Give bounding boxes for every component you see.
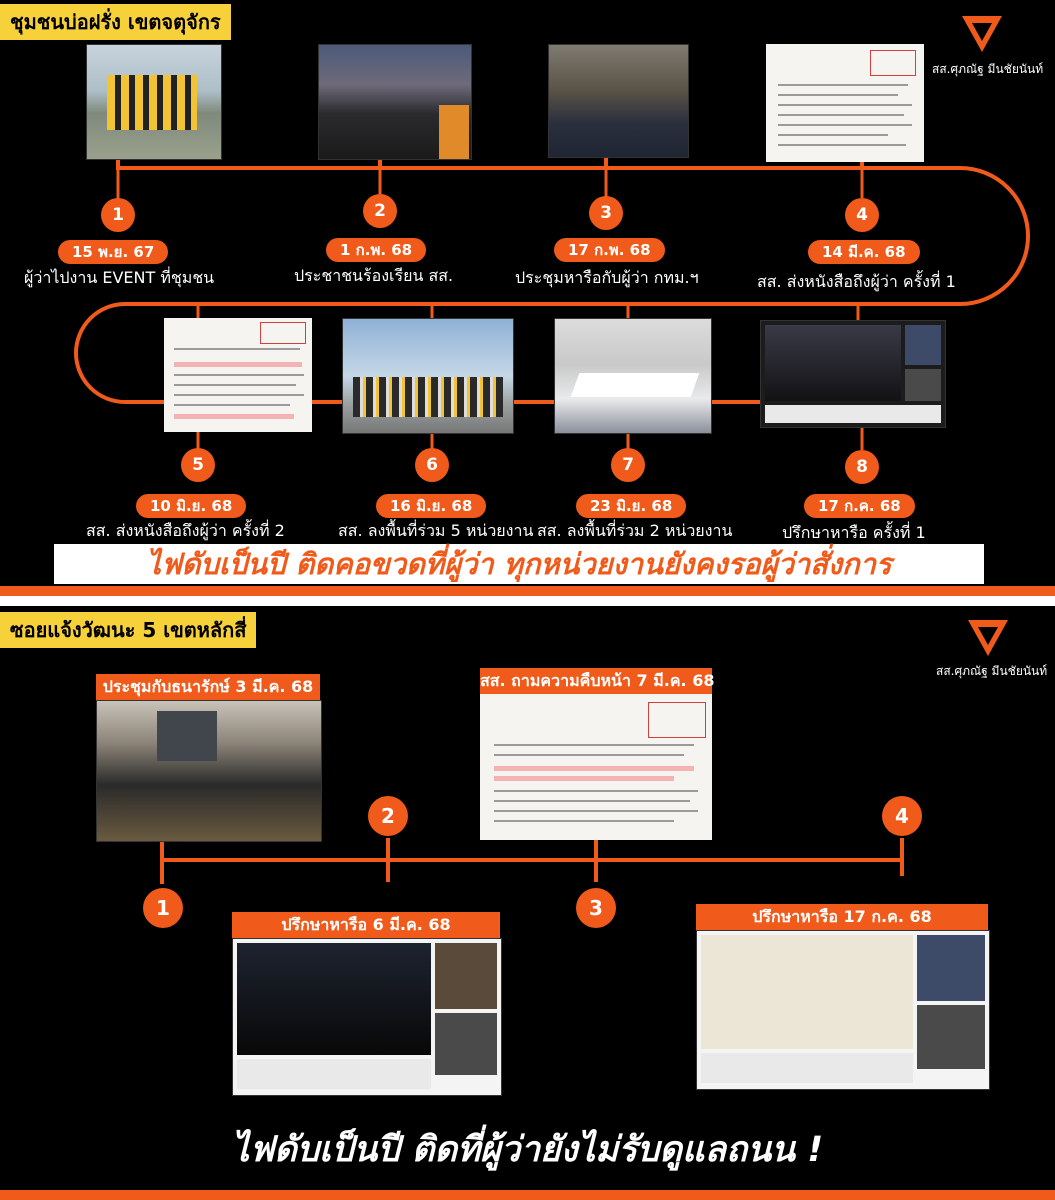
- panel-separator: [0, 596, 1055, 606]
- timeline-number: 8: [845, 450, 879, 484]
- event-label: สส. ถามความคืบหน้า 7 มี.ค. 68: [480, 668, 714, 694]
- parliament-video-8: [760, 320, 946, 428]
- event-photo-7: [554, 318, 712, 434]
- timeline-number: 7: [611, 448, 645, 482]
- timeline-date: 16 มิ.ย. 68: [376, 494, 487, 518]
- event-label: ประชุมกับธนารักษ์ 3 มี.ค. 68: [96, 674, 320, 700]
- timeline-number: 6: [415, 448, 449, 482]
- letter-document-5: [164, 318, 312, 432]
- letter-document-4: [766, 44, 924, 162]
- timeline-caption: ประชุมหารือกับผู้ว่า กทม.ฯ: [515, 268, 699, 287]
- event-photo-1: [86, 44, 222, 160]
- timeline-date: 17 ก.ค. 68: [804, 494, 915, 518]
- timeline-number: 5: [181, 448, 215, 482]
- timeline-caption: สส. ลงพื้นที่ร่วม 2 หน่วยงาน: [537, 521, 733, 540]
- parliament-video-2: [232, 938, 502, 1096]
- section-title: ซอยแจ้งวัฒนะ 5 เขตหลักสี่: [0, 612, 257, 648]
- timeline-date: 15 พ.ย. 67: [58, 240, 169, 264]
- event-label: ปรึกษาหารือ 17 ก.ค. 68: [696, 904, 988, 930]
- accent-bar: [0, 1190, 1055, 1200]
- parliament-video-4: [696, 930, 990, 1090]
- timeline-date: 14 มี.ค. 68: [808, 240, 920, 264]
- top-banner: ไฟดับเป็นปี ติดคอขวดที่ผู้ว่า ทุกหน่วยงา…: [54, 544, 984, 584]
- top-panel: ชุมชนบ่อฝรั่ง เขตจตุจักร สส.ศุภณัฐ มีนชั…: [0, 0, 1055, 586]
- mp-name: สส.ศุภณัฐ มีนชัยนันท์: [932, 62, 1044, 76]
- timeline-number: 1: [101, 198, 135, 232]
- timeline-caption: ปรึกษาหารือ ครั้งที่ 1: [782, 523, 926, 542]
- section-title: ชุมชนบ่อฝรั่ง เขตจตุจักร: [0, 4, 231, 40]
- mp-name: สส.ศุภณัฐ มีนชัยนันท์: [936, 664, 1048, 678]
- meeting-photo-1: [96, 700, 322, 842]
- letter-document-3: [480, 694, 712, 840]
- party-logo-icon: [962, 16, 1002, 52]
- bottom-banner: ไฟดับเป็นปี ติดที่ผู้ว่ายังไม่รับดูแลถนน…: [231, 1130, 824, 1170]
- timeline-number: 1: [143, 888, 183, 928]
- timeline-date: 23 มิ.ย. 68: [576, 494, 687, 518]
- timeline-number: 3: [589, 196, 623, 230]
- timeline-caption: สส. ลงพื้นที่ร่วม 5 หน่วยงาน: [338, 521, 534, 540]
- timeline-number: 4: [882, 796, 922, 836]
- event-label: ปรึกษาหารือ 6 มี.ค. 68: [232, 912, 500, 938]
- accent-bar: [0, 586, 1055, 596]
- timeline-date: 10 มิ.ย. 68: [136, 494, 247, 518]
- timeline-number: 2: [368, 796, 408, 836]
- timeline-caption: ผู้ว่าไปงาน EVENT ที่ชุมชน: [24, 268, 215, 287]
- event-photo-3: [548, 44, 689, 158]
- party-logo-icon: [968, 620, 1008, 656]
- timeline-number: 2: [363, 194, 397, 228]
- timeline-track: [74, 158, 1030, 450]
- timeline-caption: ประชาชนร้องเรียน สส.: [294, 266, 454, 285]
- timeline-caption: สส. ส่งหนังสือถึงผู้ว่า ครั้งที่ 1: [757, 272, 956, 291]
- timeline-number: 3: [576, 888, 616, 928]
- timeline-date: 1 ก.พ. 68: [326, 238, 427, 262]
- timeline-date: 17 ก.พ. 68: [554, 238, 665, 262]
- timeline-number: 4: [845, 198, 879, 232]
- timeline-caption: สส. ส่งหนังสือถึงผู้ว่า ครั้งที่ 2: [86, 521, 285, 540]
- event-photo-6: [342, 318, 514, 434]
- bottom-panel: ซอยแจ้งวัฒนะ 5 เขตหลักสี่ สส.ศุภณัฐ มีนช…: [0, 606, 1055, 1190]
- event-photo-2: [318, 44, 472, 160]
- timeline-track: [160, 836, 904, 884]
